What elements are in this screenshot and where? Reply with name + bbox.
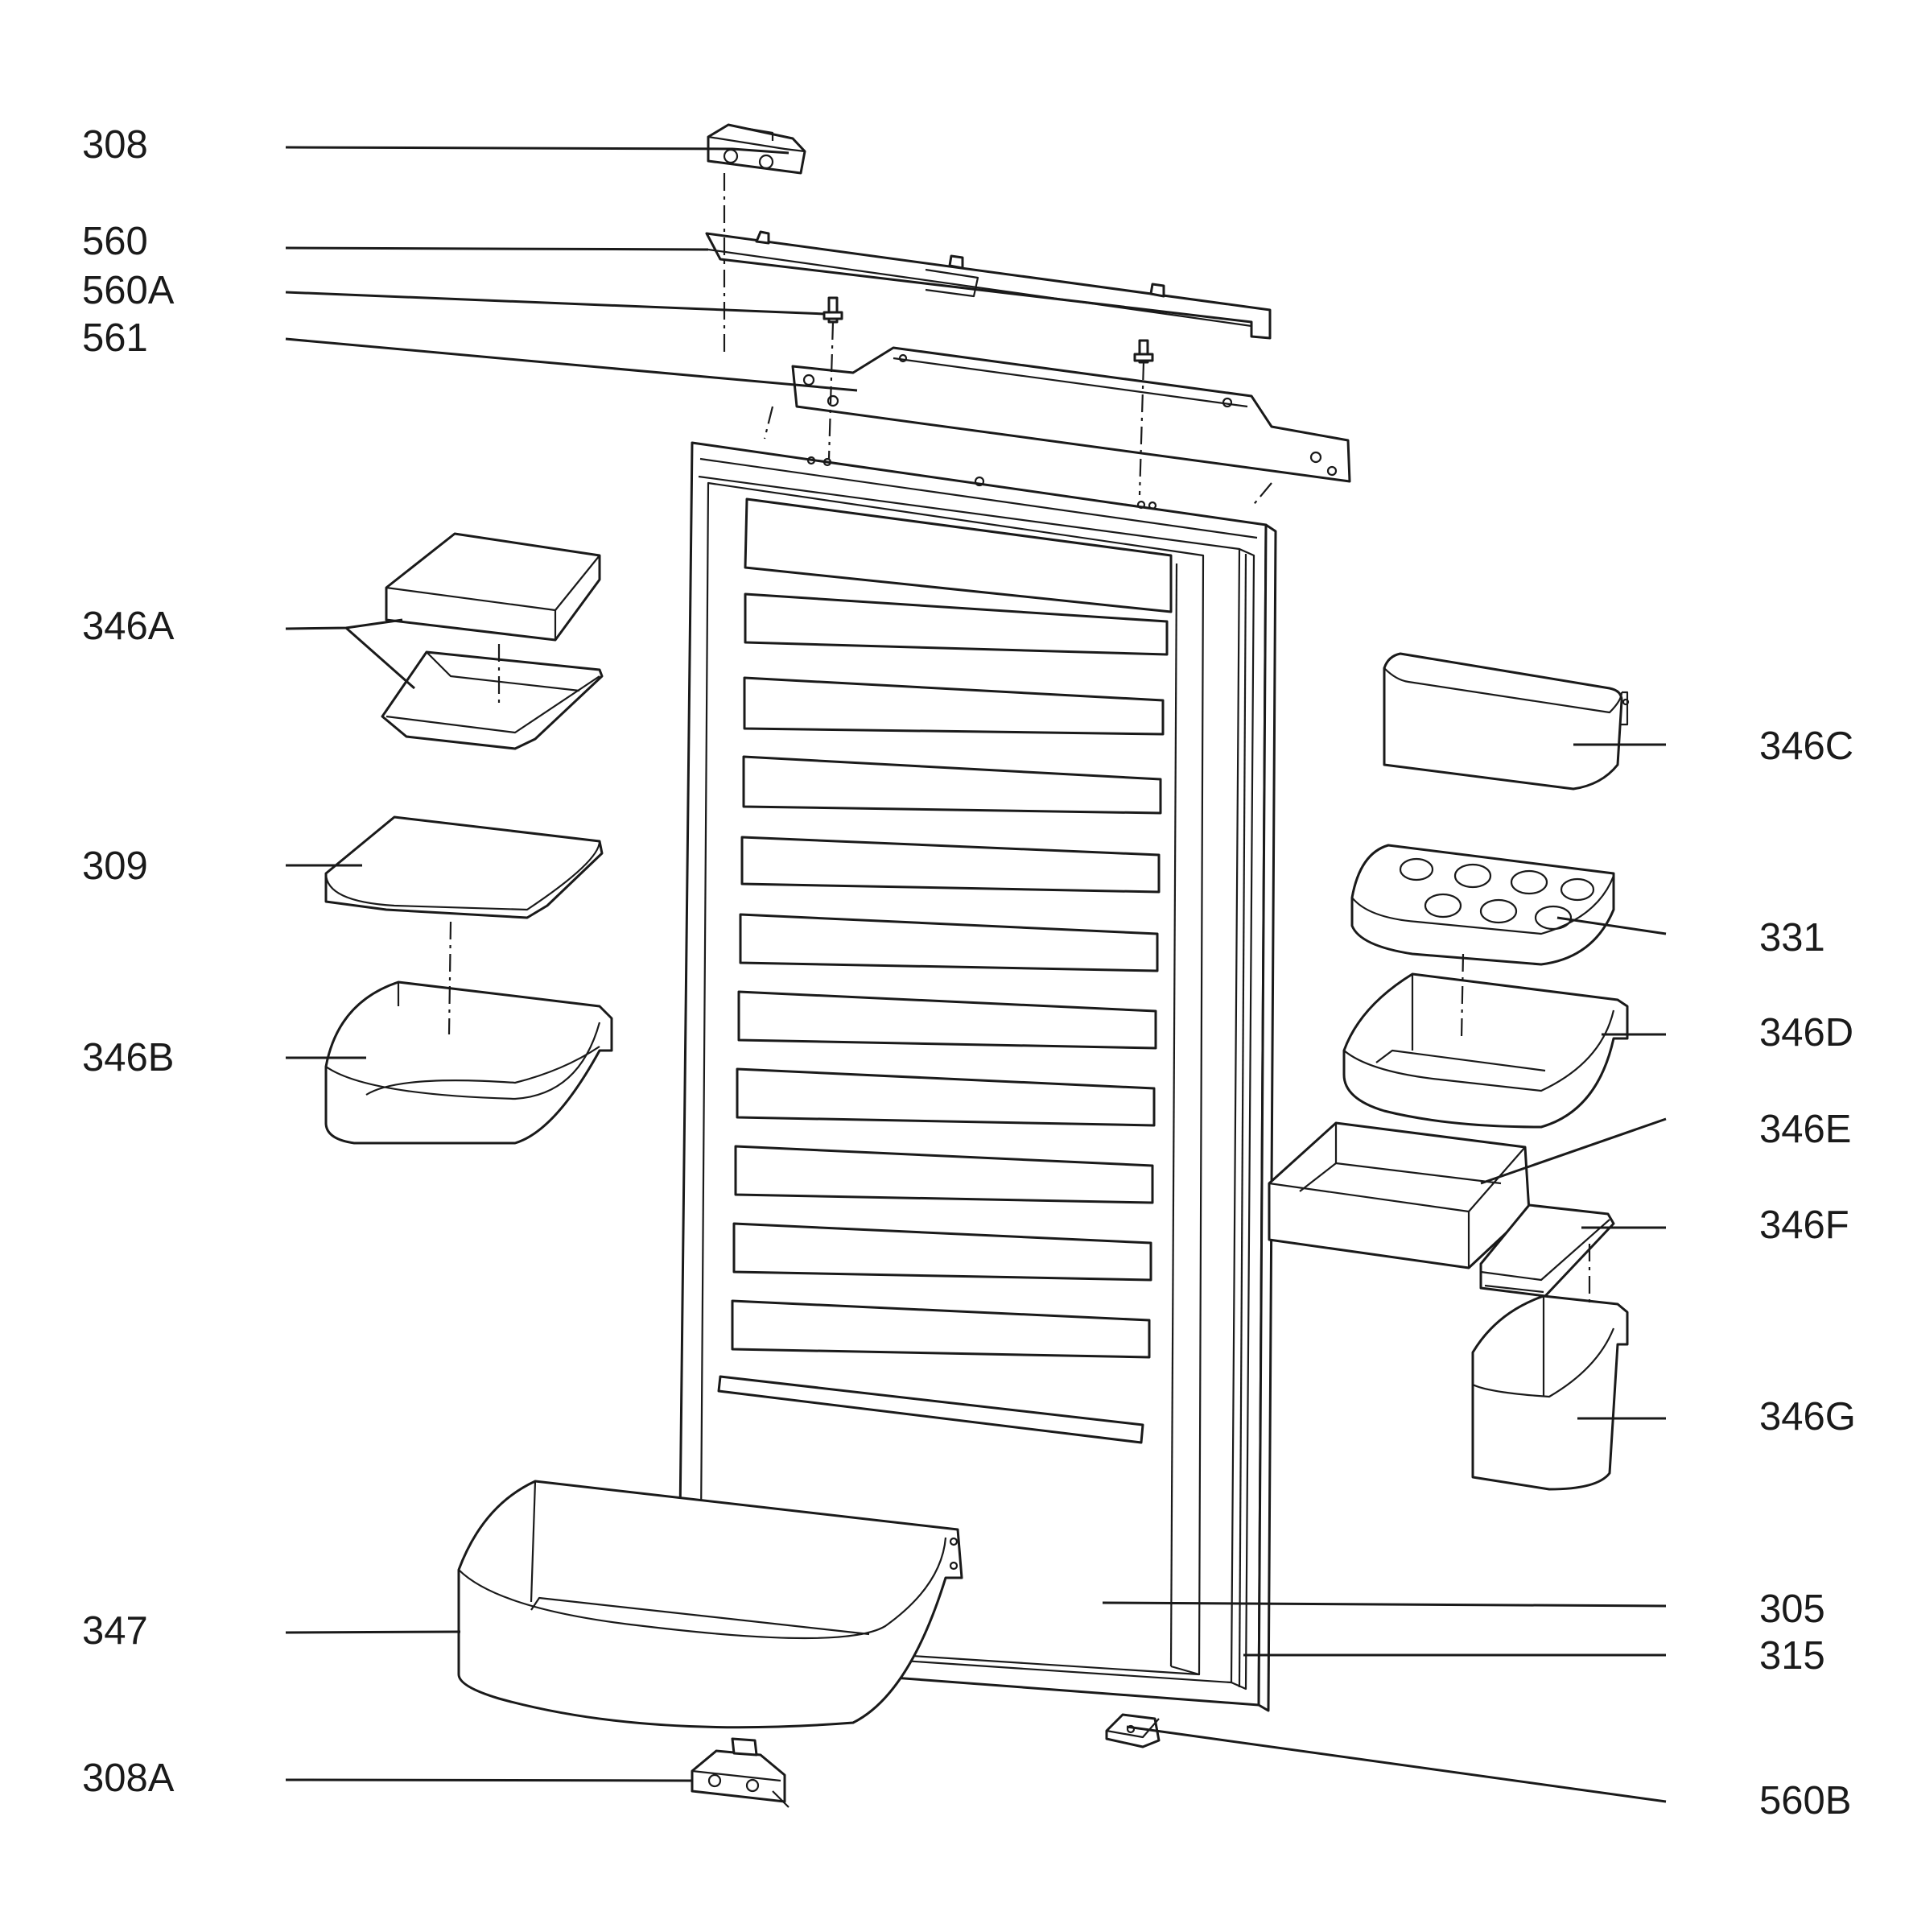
- bin-346d: [1342, 953, 1629, 1129]
- label-561: 561: [82, 316, 148, 360]
- label-309: 309: [82, 844, 148, 888]
- plate-561: [791, 346, 1351, 483]
- pivot-560b: [1105, 1713, 1161, 1748]
- label-308: 308: [82, 123, 148, 167]
- label-331: 331: [1759, 916, 1825, 960]
- label-560b: 560B: [1759, 1779, 1851, 1823]
- bin-346a: [381, 532, 604, 750]
- label-315: 315: [1759, 1634, 1825, 1678]
- hinge-308a: [691, 1737, 790, 1808]
- label-346c: 346C: [1759, 724, 1853, 768]
- bin-346g: [1471, 1244, 1629, 1491]
- label-346b: 346B: [82, 1036, 174, 1080]
- pin-560a: [823, 296, 1154, 364]
- label-346e: 346E: [1759, 1108, 1851, 1151]
- egg-tray-331: [1350, 844, 1615, 966]
- bin-346c: [1383, 652, 1630, 791]
- lid-309: [324, 815, 604, 919]
- label-560a: 560A: [82, 269, 175, 312]
- label-305: 305: [1759, 1587, 1825, 1631]
- label-346d: 346D: [1759, 1011, 1853, 1055]
- bin-346b: [324, 921, 613, 1145]
- door-shelf-ribs: [717, 497, 1173, 1444]
- label-308a: 308A: [82, 1757, 175, 1800]
- label-346g: 346G: [1759, 1395, 1856, 1439]
- bin-347: [457, 1480, 963, 1729]
- label-346a: 346A: [82, 605, 175, 648]
- label-346f: 346F: [1759, 1203, 1849, 1247]
- leader-lines: [285, 146, 1667, 1803]
- lid-346f: [1479, 1203, 1615, 1298]
- label-560: 560: [82, 220, 148, 263]
- label-347: 347: [82, 1609, 148, 1653]
- door-panel: [677, 441, 1277, 1712]
- tray-346e: [1268, 1121, 1531, 1269]
- bracket-560: [705, 230, 1272, 340]
